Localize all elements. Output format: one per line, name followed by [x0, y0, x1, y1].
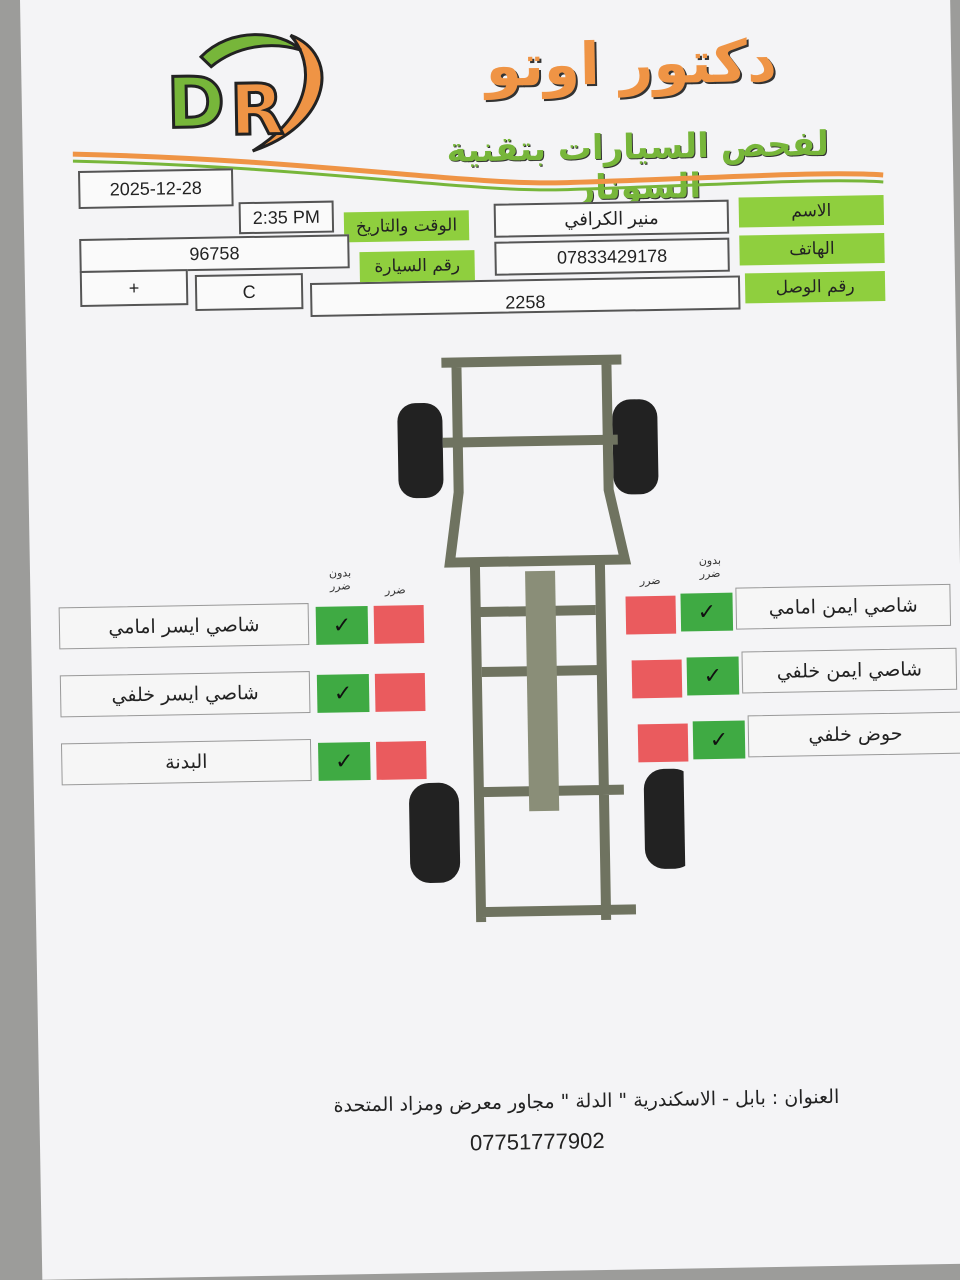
no-damage-checkbox[interactable]: ✓ [680, 592, 734, 632]
date-field[interactable]: 2025-12-28 [77, 168, 234, 210]
name-field[interactable]: منير الكرافي [493, 199, 730, 238]
no-damage-checkbox[interactable]: ✓ [692, 720, 746, 760]
svg-text:D: D [166, 61, 226, 144]
part-left-rear-chassis: شاصي ايسر خلفي [59, 671, 311, 718]
part-right-front-chassis: شاصي ايمن امامي [735, 583, 952, 630]
damage-checkbox[interactable] [631, 659, 683, 699]
check-icon: ✓ [333, 680, 353, 707]
check-icon: ✓ [334, 748, 354, 775]
plate-letter-field[interactable]: C [194, 273, 304, 311]
part-right-rear-chassis: شاصي ايمن خلفي [741, 647, 958, 694]
inspection-report: D R دكتور اوتو لفحص السيارات بتقنية السو… [20, 0, 960, 1280]
phone-label: الهاتف [739, 232, 885, 266]
part-left-front-chassis: شاصي ايسر امامي [58, 603, 310, 650]
no-damage-checkbox[interactable]: ✓ [686, 656, 740, 696]
check-icon: ✓ [332, 612, 352, 639]
name-label: الاسم [738, 194, 885, 228]
check-icon: ✓ [703, 663, 723, 689]
plate-number-field[interactable]: 96758 [79, 234, 350, 273]
phone-field[interactable]: 07833429178 [494, 237, 730, 276]
no-damage-checkbox[interactable]: ✓ [316, 674, 370, 713]
datetime-label: الوقت والتاريخ [343, 210, 470, 243]
receipt-label: رقم الوصل [744, 270, 886, 304]
chassis-diagram [397, 354, 687, 923]
damage-checkbox[interactable] [637, 723, 689, 763]
plate-extra-field[interactable]: + [79, 269, 189, 307]
decorative-stripe [72, 151, 884, 192]
damage-checkbox[interactable] [374, 673, 426, 712]
business-name: دكتور اوتو [485, 26, 778, 100]
address: العنوان : بابل - الاسكندرية " الدلة " مج… [333, 1085, 840, 1117]
footer-phone: 07751777902 [469, 1127, 605, 1156]
no-damage-header-right: بدون ضرر [698, 553, 722, 581]
damage-header-left: ضرر [384, 583, 406, 597]
no-damage-header-left: بدون ضرر [328, 566, 352, 593]
no-damage-checkbox[interactable]: ✓ [315, 606, 369, 645]
part-body: البدنة [60, 739, 312, 786]
dr-logo: D R [165, 33, 324, 153]
check-icon: ✓ [709, 727, 729, 753]
no-damage-checkbox[interactable]: ✓ [318, 742, 371, 781]
damage-checkbox[interactable] [625, 595, 677, 635]
part-rear-tub: حوض خلفي [747, 711, 960, 758]
plate-label: رقم السيارة [359, 250, 475, 283]
time-field[interactable]: 2:35 PM [238, 200, 335, 235]
damage-checkbox[interactable] [376, 741, 427, 780]
check-icon: ✓ [697, 599, 717, 625]
damage-checkbox[interactable] [373, 605, 425, 644]
damage-header-right: ضرر [639, 573, 661, 588]
svg-text:R: R [229, 68, 284, 151]
